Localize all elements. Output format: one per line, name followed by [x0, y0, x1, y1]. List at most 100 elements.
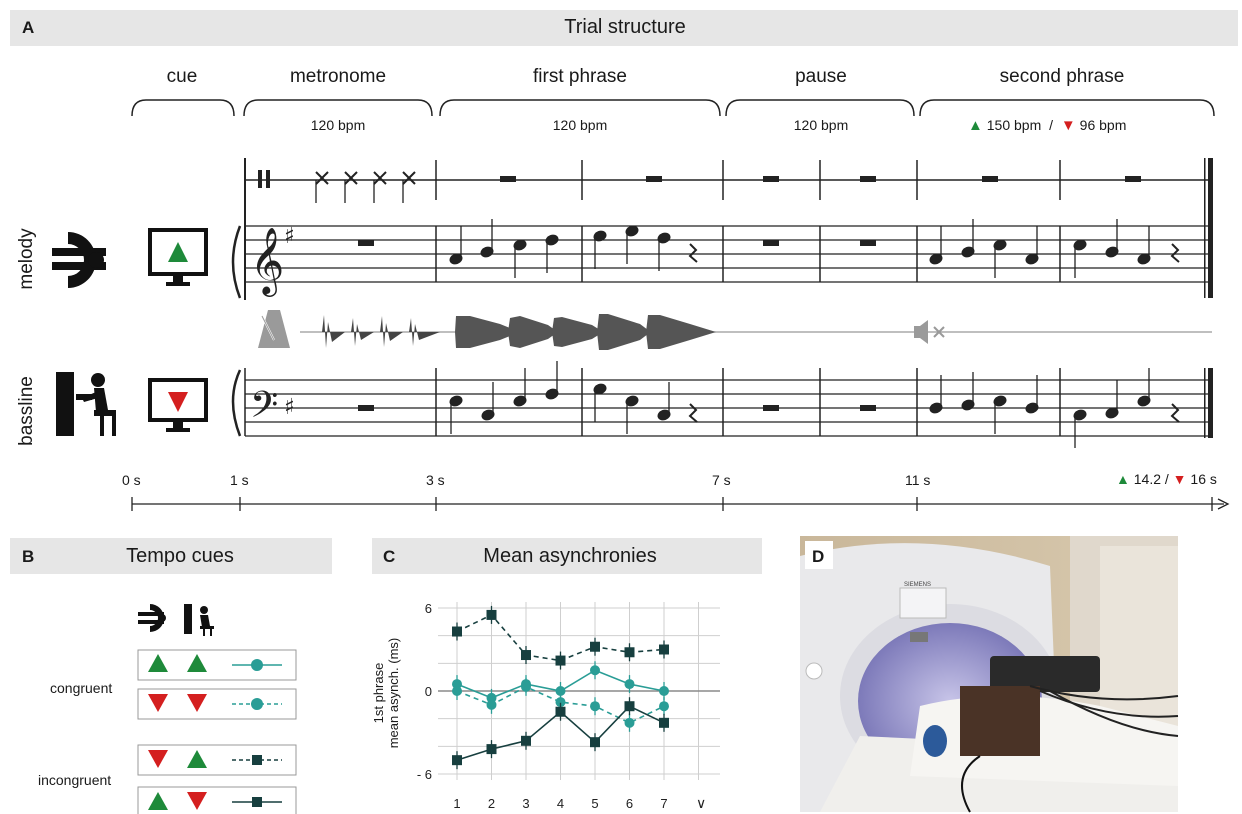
monitor-up-icon: [148, 228, 208, 286]
data-point-circle: [555, 697, 566, 708]
x-tick-label: 6: [626, 796, 633, 811]
mri-photo: SIEMENS: [800, 536, 1179, 813]
data-point-square: [555, 706, 566, 717]
row1-melody-up-icon: [148, 654, 168, 672]
data-point-square: [486, 744, 497, 755]
time-tick-7: 7 s: [712, 472, 731, 488]
data-point-circle: [486, 699, 497, 710]
panel-c-letter: C: [383, 547, 396, 566]
end-slow-value: 16 s: [1190, 471, 1217, 487]
timeline-axis: [131, 497, 1230, 511]
up-triangle-icon: ▲: [968, 117, 983, 134]
bpm-separator: /: [1049, 117, 1054, 133]
melody-bracket: [231, 225, 242, 299]
end-fast-value: 14.2: [1133, 471, 1161, 487]
x-tick-label: 3: [522, 796, 529, 811]
legend-solid-circle-icon: [251, 659, 263, 671]
small-mri-icon: [138, 604, 166, 632]
end-down-triangle-icon: ▼: [1172, 471, 1187, 487]
bpm-pause: 120 bpm: [793, 117, 849, 133]
bpm-slow: 96 bpm: [1079, 117, 1127, 133]
panel-c-title: Mean asynchronies: [483, 545, 657, 567]
cue-row-2-box: [137, 688, 297, 720]
cue-row-1-box: [137, 649, 297, 681]
x-tick-label: 4: [557, 796, 564, 811]
panel-b-letter: B: [22, 547, 35, 566]
final-barlines: [1204, 158, 1213, 438]
chart-rest-icon: ∨: [696, 796, 706, 812]
data-point-square: [521, 735, 531, 746]
data-point-square: [624, 701, 635, 712]
data-point-square: [521, 650, 531, 661]
time-tick-11: 11 s: [905, 472, 931, 488]
metronome-staff: [244, 158, 1212, 300]
data-point-square: [659, 644, 669, 655]
x-tick-label: 5: [591, 796, 598, 811]
treble-clef-icon: 𝄞: [250, 226, 284, 297]
y-tick-label: 6: [425, 601, 432, 616]
segment-cue: cue: [166, 66, 198, 87]
bpm-metronome: 120 bpm: [310, 117, 366, 133]
y-tick-label: - 6: [417, 767, 432, 782]
response-box: [990, 656, 1100, 692]
row4-melody-up-icon: [148, 792, 168, 810]
bass-sharp-icon: ♯: [284, 395, 295, 420]
chart-ylabel-line1: 1st phrase: [371, 662, 386, 724]
panel-d-letter-bg: [805, 541, 833, 569]
data-point-circle: [452, 686, 462, 696]
row2-melody-down-icon: [148, 694, 168, 712]
time-tick-1: 1 s: [230, 472, 249, 488]
chart-ylabel: 1st phrase mean asynch. (ms): [371, 613, 401, 773]
bpm-second-phrase: ▲ 150 bpm / ▼ 96 bpm: [968, 117, 1126, 134]
chart-series: [452, 605, 669, 770]
down-triangle-icon: ▼: [1060, 117, 1076, 134]
legend-solid-square-icon: [252, 797, 262, 807]
data-point-square: [486, 609, 497, 620]
panel-c-header: [372, 538, 762, 574]
metronome-icon: [258, 310, 290, 348]
data-point-square: [590, 737, 600, 748]
bassline-notes: [449, 361, 1180, 448]
data-point-circle: [624, 679, 635, 690]
data-point-circle: [659, 686, 669, 696]
mri-scanner-icon: [52, 232, 106, 288]
data-point-square: [659, 717, 669, 728]
melody-staff: [245, 225, 1212, 283]
end-up-triangle-icon: ▲: [1116, 471, 1130, 487]
data-point-square: [590, 641, 600, 652]
data-point-square: [624, 647, 635, 658]
group-label-congruent: congruent: [50, 680, 113, 696]
panel-a-letter: A: [22, 18, 35, 37]
segment-pause: pause: [795, 66, 847, 87]
data-point-circle: [555, 686, 566, 696]
end-separator: /: [1164, 471, 1169, 487]
trial-structure-diagram: 𝄞 ♯: [52, 99, 1230, 511]
legend-dashed-square-icon: [252, 755, 262, 765]
time-tick-3: 3 s: [426, 472, 445, 488]
time-tick-0: 0 s: [122, 472, 141, 488]
x-tick-label: 2: [488, 796, 495, 811]
row4-bass-down-icon: [187, 792, 207, 810]
data-point-square: [452, 755, 462, 766]
melody-notes: [449, 219, 1180, 278]
small-pianist-icon: [184, 604, 214, 636]
audio-waveform: [300, 314, 1212, 350]
panel-a-header: [10, 10, 1238, 46]
row2-bass-down-icon: [187, 694, 207, 712]
panel-a-title: Trial structure: [564, 16, 686, 38]
segment-braces: [131, 99, 1215, 117]
panel-b-header: [10, 538, 332, 574]
legend-dashed-circle-icon: [251, 698, 263, 710]
y-tick-label: 0: [425, 684, 432, 699]
x-tick-label: 1: [453, 796, 460, 811]
bassline-bracket: [231, 369, 242, 437]
row3-melody-down-icon: [148, 750, 168, 768]
bpm-first-phrase: 120 bpm: [552, 117, 608, 133]
data-point-circle: [659, 701, 669, 712]
group-label-incongruent: incongruent: [38, 772, 112, 788]
data-point-circle: [624, 717, 635, 728]
chart-grid: [438, 602, 720, 780]
data-point-square: [555, 655, 566, 666]
